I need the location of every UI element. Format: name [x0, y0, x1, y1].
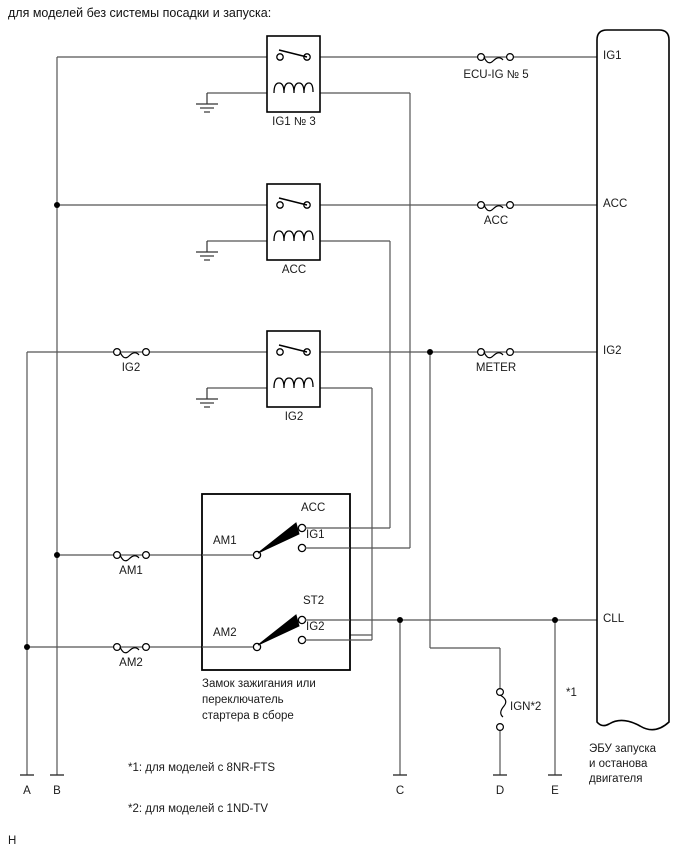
switch-ig1-contact [297, 543, 307, 553]
fuse-ign-symbol [496, 687, 507, 731]
relay-acc-coil [273, 230, 314, 242]
relay-ig2-box [266, 330, 321, 408]
switch-terminal-am2-label: AM2 [213, 627, 237, 639]
page-title: для моделей без системы посадки и запуск… [8, 6, 272, 20]
ecu-box [596, 29, 670, 731]
fuse-am2-label: AM2 [119, 657, 143, 669]
switch-terminal-ig2-label: IG2 [306, 621, 325, 633]
relay-acc-contact [276, 197, 311, 209]
ground-symbol-acc [196, 241, 218, 261]
ignition-switch-caption-line3: стартера в сборе [202, 710, 294, 722]
ecu-terminal-ig2-label: IG2 [603, 345, 622, 357]
connector-c-label: C [395, 785, 405, 797]
wire-network [26, 56, 597, 775]
page-mark: H [8, 835, 17, 847]
switch-terminal-ig1-label: IG1 [306, 529, 325, 541]
fuse-ecu-ig-5-symbol [477, 52, 515, 64]
ecu-terminal-cll-label: CLL [603, 613, 625, 625]
connector-a-label: A [23, 785, 31, 797]
switch-blade-upper [257, 522, 300, 554]
ground-symbol-ig2 [196, 388, 218, 408]
switch-am2-pivot [252, 642, 262, 652]
switch-acc-contact [297, 523, 307, 533]
relay-ig2-label: IG2 [284, 411, 304, 423]
connector-d-label: D [495, 785, 505, 797]
relay-ig1-3-coil [273, 82, 314, 94]
ignition-switch-caption-line1: Замок зажигания или [202, 678, 316, 690]
fuse-ig2-symbol [112, 348, 151, 359]
ecu-caption-line3: двигателя [589, 773, 643, 785]
fuse-meter-label: METER [475, 362, 517, 374]
ecu-terminal-acc-label: ACC [603, 198, 628, 210]
ignition-switch-box [201, 493, 351, 671]
footnote-1: *1: для моделей с 8NR-FTS [128, 762, 276, 774]
relay-ig1-3-label: IG1 № 3 [272, 116, 316, 128]
relay-ig1-3-box [266, 35, 321, 113]
switch-ig2-contact [297, 635, 307, 645]
fuse-meter-symbol [477, 348, 515, 359]
connector-e-label: E [551, 785, 559, 797]
relay-acc-label: ACC [281, 264, 307, 276]
relay-acc-box [266, 183, 321, 261]
fuse-acc-label: ACC [483, 215, 509, 227]
fuse-ign-label: IGN*2 [510, 701, 542, 713]
ecu-footnote-marker: *1 [566, 687, 577, 699]
fuse-am2-symbol [112, 642, 151, 654]
fuse-acc-symbol [477, 201, 515, 212]
switch-blade-lower [257, 614, 300, 646]
switch-am1-pivot [252, 550, 262, 560]
relay-ig2-coil [273, 377, 314, 389]
fuse-ecu-ig-5-label: ECU-IG № 5 [463, 69, 529, 81]
relay-ig2-contact [276, 344, 311, 356]
ecu-caption-line2: и останова [589, 758, 648, 770]
switch-terminal-st2-label: ST2 [303, 595, 325, 607]
fuse-am1-label: AM1 [119, 565, 143, 577]
junction-dots [24, 202, 558, 650]
ground-symbol-ig1 [196, 93, 218, 113]
footnote-2: *2: для моделей с 1ND-TV [128, 803, 269, 815]
switch-st2-contact [297, 615, 307, 625]
ecu-caption-line1: ЭБУ запуска [589, 743, 656, 755]
fuse-ig2-label: IG2 [121, 362, 141, 374]
connector-b-label: B [53, 785, 61, 797]
fuse-am1-symbol [112, 550, 151, 562]
relay-ig1-3-contact [276, 49, 311, 61]
ecu-terminal-ig1-label: IG1 [603, 50, 622, 62]
switch-terminal-am1-label: AM1 [213, 535, 237, 547]
switch-terminal-acc-label: ACC [301, 502, 326, 514]
ignition-switch-caption-line2: переключатель [202, 694, 284, 706]
